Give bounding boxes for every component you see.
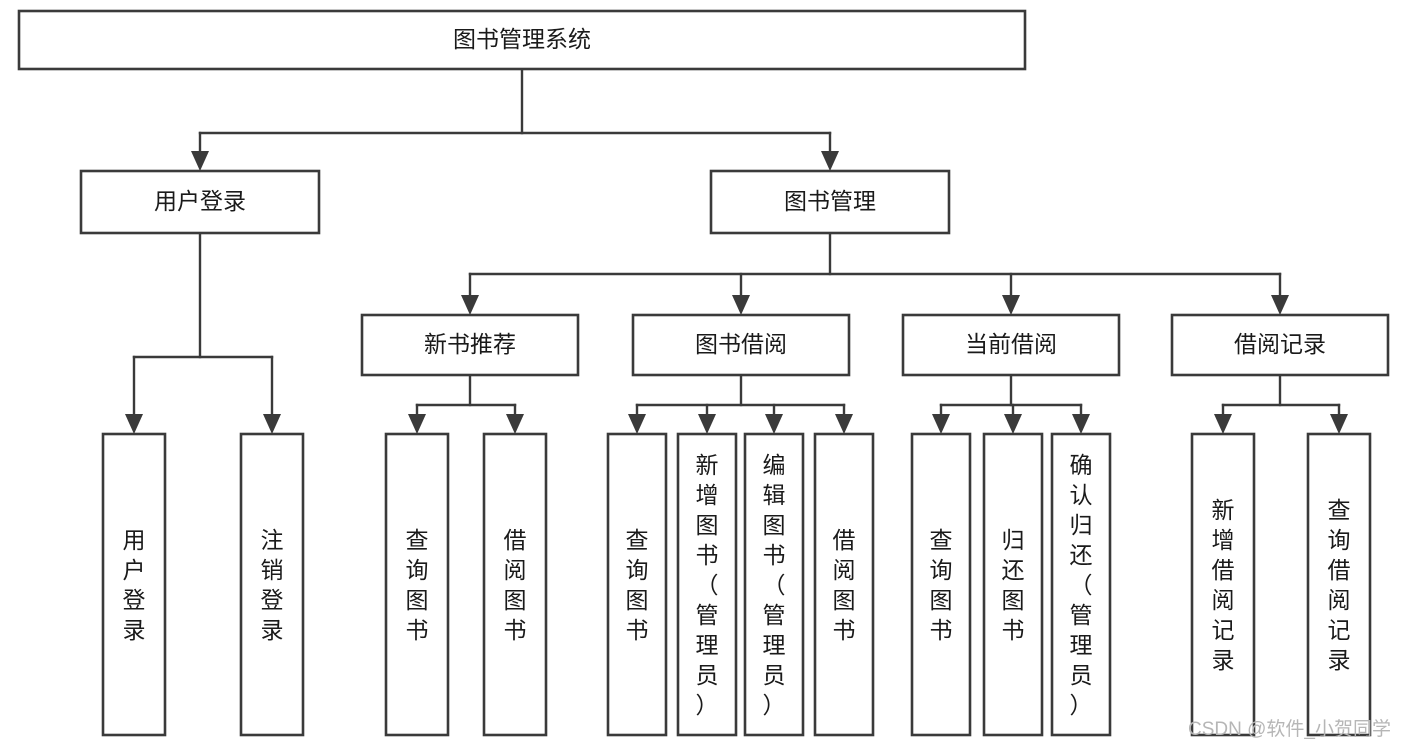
node-leaf-add-book[interactable]: 新增图书（管理员） [676,432,738,737]
node-label-leaf-add-record: 新增借阅记录 [1212,497,1235,673]
arrow-head-icon [191,151,209,171]
node-leaf-return-book[interactable]: 归还图书 [982,432,1044,737]
node-box-leaf-borrow-book-new[interactable] [482,432,548,737]
node-box-leaf-query-book-new[interactable] [384,432,450,737]
node-label-leaf-borrow-book-new: 借阅图书 [504,527,527,643]
arrow-head-icon [765,414,783,434]
arrow-head-icon [1330,414,1348,434]
node-label-new-book-recommend: 新书推荐 [424,331,516,357]
arrow-head-icon [835,414,853,434]
node-box-leaf-add-book[interactable] [676,432,738,737]
node-leaf-edit-book[interactable]: 编辑图书（管理员） [743,432,805,737]
node-box-new-book-recommend[interactable] [360,313,580,377]
node-box-leaf-add-record[interactable] [1190,432,1256,737]
node-label-user-login: 用户登录 [154,188,246,214]
node-leaf-user-login[interactable]: 用户登录 [101,432,167,737]
node-box-user-login[interactable] [79,169,321,235]
arrow-head-icon [1002,295,1020,315]
node-box-leaf-user-login[interactable] [101,432,167,737]
node-label-borrow-record: 借阅记录 [1234,331,1326,357]
node-user-login[interactable]: 用户登录 [79,169,321,235]
node-leaf-borrow-book-new[interactable]: 借阅图书 [482,432,548,737]
node-leaf-add-record[interactable]: 新增借阅记录 [1190,432,1256,737]
node-label-leaf-query-book-new: 查询图书 [406,527,429,643]
node-label-leaf-confirm-return: 确认归还（管理员） [1070,452,1093,718]
node-label-book-manage: 图书管理 [784,188,876,214]
node-box-leaf-query-book-current[interactable] [910,432,972,737]
arrow-head-icon [125,414,143,434]
arrow-head-icon [698,414,716,434]
node-leaf-query-book-borrow[interactable]: 查询图书 [606,432,668,737]
node-label-root: 图书管理系统 [453,26,591,52]
node-box-book-manage[interactable] [709,169,951,235]
node-box-book-borrow[interactable] [631,313,851,377]
node-label-leaf-return-book: 归还图书 [1002,527,1025,643]
node-box-leaf-return-book[interactable] [982,432,1044,737]
node-label-book-borrow: 图书借阅 [695,331,787,357]
arrow-head-icon [263,414,281,434]
node-box-leaf-query-record[interactable] [1306,432,1372,737]
node-label-leaf-query-record: 查询借阅记录 [1328,497,1351,673]
node-box-leaf-query-book-borrow[interactable] [606,432,668,737]
node-label-current-borrow: 当前借阅 [965,331,1057,357]
arrow-head-icon [1214,414,1232,434]
arrow-head-icon [461,295,479,315]
node-leaf-logout[interactable]: 注销登录 [239,432,305,737]
node-layer: 图书管理系统用户登录图书管理新书推荐图书借阅当前借阅借阅记录用户登录注销登录查询… [17,9,1390,737]
node-box-borrow-record[interactable] [1170,313,1390,377]
node-label-leaf-add-book: 新增图书（管理员） [696,452,719,718]
node-leaf-query-book-new[interactable]: 查询图书 [384,432,450,737]
arrow-head-icon [1004,414,1022,434]
node-label-leaf-logout: 注销登录 [261,527,284,643]
arrow-head-icon [408,414,426,434]
node-box-leaf-borrow-book[interactable] [813,432,875,737]
node-box-leaf-edit-book[interactable] [743,432,805,737]
node-box-current-borrow[interactable] [901,313,1121,377]
node-label-leaf-query-book-current: 查询图书 [930,527,953,643]
node-label-leaf-edit-book: 编辑图书（管理员） [763,452,786,718]
node-box-leaf-logout[interactable] [239,432,305,737]
node-box-root[interactable] [17,9,1027,71]
arrow-head-icon [732,295,750,315]
node-book-manage[interactable]: 图书管理 [709,169,951,235]
node-label-leaf-borrow-book: 借阅图书 [833,527,856,643]
node-new-book-recommend[interactable]: 新书推荐 [360,313,580,377]
node-leaf-query-book-current[interactable]: 查询图书 [910,432,972,737]
node-leaf-borrow-book[interactable]: 借阅图书 [813,432,875,737]
node-borrow-record[interactable]: 借阅记录 [1170,313,1390,377]
connector-layer [125,67,1348,434]
arrow-head-icon [1271,295,1289,315]
arrow-head-icon [628,414,646,434]
arrow-head-icon [821,151,839,171]
node-label-leaf-user-login: 用户登录 [123,527,146,643]
arrow-head-icon [932,414,950,434]
arrow-head-icon [1072,414,1090,434]
node-leaf-confirm-return[interactable]: 确认归还（管理员） [1050,432,1112,737]
node-label-leaf-query-book-borrow: 查询图书 [626,527,649,643]
node-root[interactable]: 图书管理系统 [17,9,1027,71]
node-book-borrow[interactable]: 图书借阅 [631,313,851,377]
node-current-borrow[interactable]: 当前借阅 [901,313,1121,377]
node-box-leaf-confirm-return[interactable] [1050,432,1112,737]
arrow-head-icon [506,414,524,434]
node-leaf-query-record[interactable]: 查询借阅记录 [1306,432,1372,737]
